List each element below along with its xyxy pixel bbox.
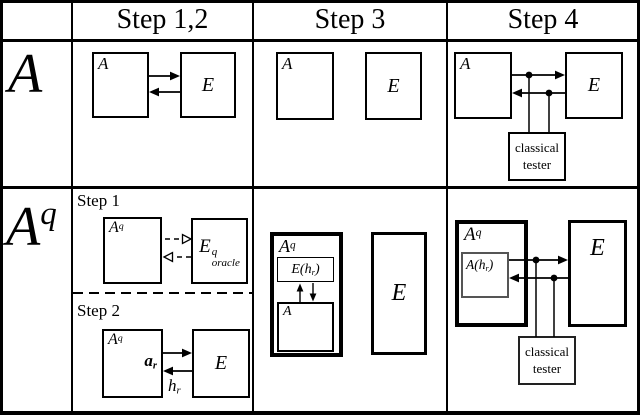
- aq-step3-outer-base: A: [279, 236, 290, 256]
- column-divider-step12-step3: [252, 0, 254, 415]
- open-arrowhead-right: [181, 233, 193, 245]
- row-label-aq-sup: q: [40, 196, 57, 232]
- a-step12-response-arrow-left: [149, 87, 180, 97]
- a-step3-env-box: E: [365, 52, 422, 120]
- aq-step2-response-base: h: [168, 376, 177, 395]
- a-step12-env-label: E: [201, 73, 215, 96]
- aq-step3-simenv-pre: E(h: [291, 261, 312, 277]
- arrowhead-right: [182, 348, 192, 358]
- a-step12-query-arrow-right: [149, 71, 180, 81]
- aq-step2-agent-label: Aq: [108, 331, 123, 349]
- aq-step1-dashed-arrow-left: [162, 251, 191, 263]
- tap-dot: [550, 274, 558, 282]
- aq-step4-env-label: E: [590, 235, 605, 261]
- aq-step1-agent-base: A: [109, 219, 119, 236]
- header-step12: Step 1,2: [116, 4, 209, 35]
- aq-step3-outer-sup: q: [290, 239, 296, 252]
- arrowhead-right: [558, 255, 568, 265]
- aq-step2-answer-sub: r: [152, 360, 157, 372]
- aq-step2-title: Step 2: [77, 301, 120, 320]
- aq-step4-outer-base: A: [464, 224, 476, 245]
- aq-step4-tester-wires: [535, 260, 555, 337]
- a-step4-env-label: E: [587, 74, 601, 96]
- aq-step4-tester-line1: classical: [524, 344, 570, 359]
- tap-dot: [525, 71, 533, 79]
- aq-step1-agent-sup: q: [118, 220, 124, 232]
- a-step4-tester-line2: tester: [522, 157, 552, 172]
- aq-step1-oracle-sub: oracle: [211, 257, 240, 269]
- aq-step3-simenv-label: E(hr): [291, 262, 319, 278]
- header-step3: Step 3: [314, 4, 386, 35]
- aq-step4-outer-label: Aq: [464, 224, 482, 246]
- aq-step3-env-label: E: [391, 280, 407, 306]
- aq-step2-response-arrow-left: [163, 366, 192, 376]
- column-divider-labels: [71, 0, 73, 415]
- aq-step4-outer-sup: q: [475, 226, 482, 240]
- row-label-classical-agent: A: [8, 43, 43, 105]
- aq-step4-tester-line2: tester: [532, 361, 562, 376]
- aq-step1-agent-label: Aq: [109, 219, 124, 237]
- a-step4-tester-wires: [528, 75, 550, 133]
- header-divider: [0, 39, 640, 42]
- aq-step4-inner-sub: r: [485, 263, 489, 273]
- a-step3-env-label: E: [387, 74, 400, 97]
- tap-dot: [545, 89, 553, 97]
- aq-step2-response-sub: r: [176, 385, 181, 397]
- a-step4-query-arrow-right: [512, 70, 565, 80]
- aq-step4-inner-label: A(hr): [466, 257, 493, 273]
- row-divider: [0, 186, 640, 189]
- a-step3-agent-box: A: [276, 52, 334, 120]
- row-label-quantum-agent: Aq: [6, 196, 57, 258]
- a-step12-agent-box: A: [92, 52, 149, 118]
- arrowhead-left: [149, 87, 159, 97]
- aq-step3-env-box: E: [371, 232, 427, 355]
- aq-step2-agent-base: A: [108, 331, 118, 348]
- aq-step4-classical-tester-box: classical tester: [518, 336, 576, 385]
- open-arrowhead-left: [162, 251, 174, 263]
- aq-step2-answer-label: ar: [144, 351, 157, 371]
- aq-step3-simenv-sub: r: [311, 266, 315, 277]
- aq-step3-simenv-post: ): [314, 261, 320, 277]
- a-step12-agent-label: A: [98, 54, 109, 73]
- arrowhead-left: [163, 366, 173, 376]
- column-divider-step3-step4: [446, 0, 448, 415]
- aq-step4-inner-post: ): [488, 257, 494, 272]
- arrowhead-right: [555, 70, 565, 80]
- aq-step4-inner-pre: A(h: [466, 257, 486, 272]
- aq-step2-env-box: E: [192, 329, 250, 398]
- header-step4: Step 4: [507, 4, 579, 35]
- aq-step3-outer-label: Aq: [279, 236, 296, 257]
- aq-step2-answer-base: a: [144, 351, 153, 370]
- a-step4-env-box: E: [565, 52, 623, 119]
- a-step4-agent-box: A: [454, 52, 512, 119]
- a-step4-classical-tester-box: classical tester: [508, 132, 566, 181]
- aq-step2-response-label: hr: [168, 376, 181, 396]
- a-step3-agent-label: A: [282, 54, 293, 73]
- arrowhead-left: [512, 88, 522, 98]
- aq-step3-inner-agent-label: A: [283, 304, 292, 319]
- aq-step3-inner-agent-box: A: [277, 302, 334, 352]
- aq-step1-oracle-sup: q: [211, 246, 218, 258]
- aq-step4-env-box: E: [568, 220, 627, 327]
- aq-step1-oracle-base: E: [199, 236, 211, 257]
- aq-step1-dashed-arrow-right: [165, 233, 193, 245]
- aq-step1-title: Step 1: [77, 191, 120, 210]
- aq-step3-simulated-env-box: E(hr): [277, 257, 334, 282]
- aq-step2-answer-arrow-right: [163, 348, 192, 358]
- aq-step2-env-label: E: [214, 352, 228, 374]
- a-step4-agent-label: A: [460, 54, 471, 73]
- aq-step4-inner-agent-box: A(hr): [461, 252, 509, 298]
- aq-step1-agent-box: Aq: [103, 217, 162, 284]
- a-step12-env-box: E: [180, 52, 236, 118]
- aq-step2-agent-box: Aq ar: [102, 329, 163, 398]
- a-step4-response-arrow-left: [512, 88, 565, 98]
- row-label-aq-base: A: [6, 196, 41, 258]
- tap-dot: [532, 256, 540, 264]
- arrowhead-right: [170, 71, 180, 81]
- a-step4-tester-line1: classical: [514, 140, 560, 155]
- aq-step2-agent-sup: q: [117, 332, 123, 344]
